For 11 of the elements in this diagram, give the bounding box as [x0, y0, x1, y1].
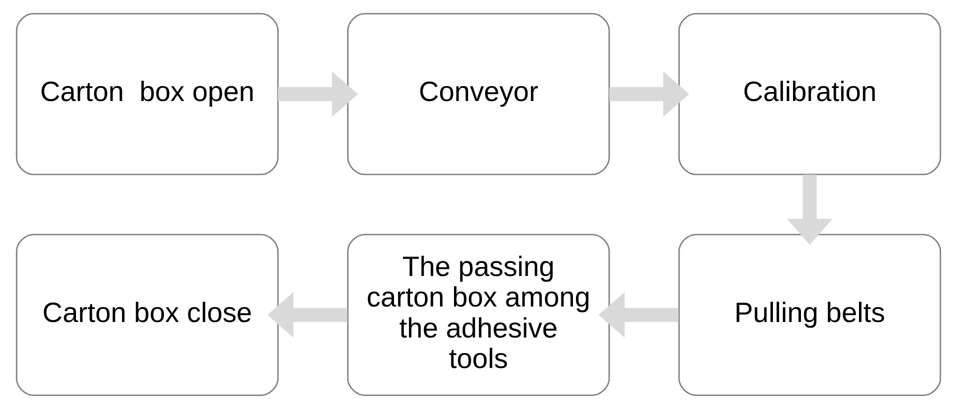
node-box: Conveyor — [347, 13, 610, 176]
node-box: Carton box close — [16, 234, 279, 396]
arrow — [278, 71, 358, 117]
node-box: Carton box open — [16, 13, 279, 176]
arrow — [787, 174, 832, 245]
node-box: Calibration — [678, 13, 942, 176]
arrow — [609, 71, 690, 117]
node-box: Pulling belts — [678, 234, 942, 396]
arrow — [267, 292, 348, 338]
arrow — [598, 292, 679, 338]
node-box: The passing carton box among the adhesive tools — [347, 234, 610, 396]
